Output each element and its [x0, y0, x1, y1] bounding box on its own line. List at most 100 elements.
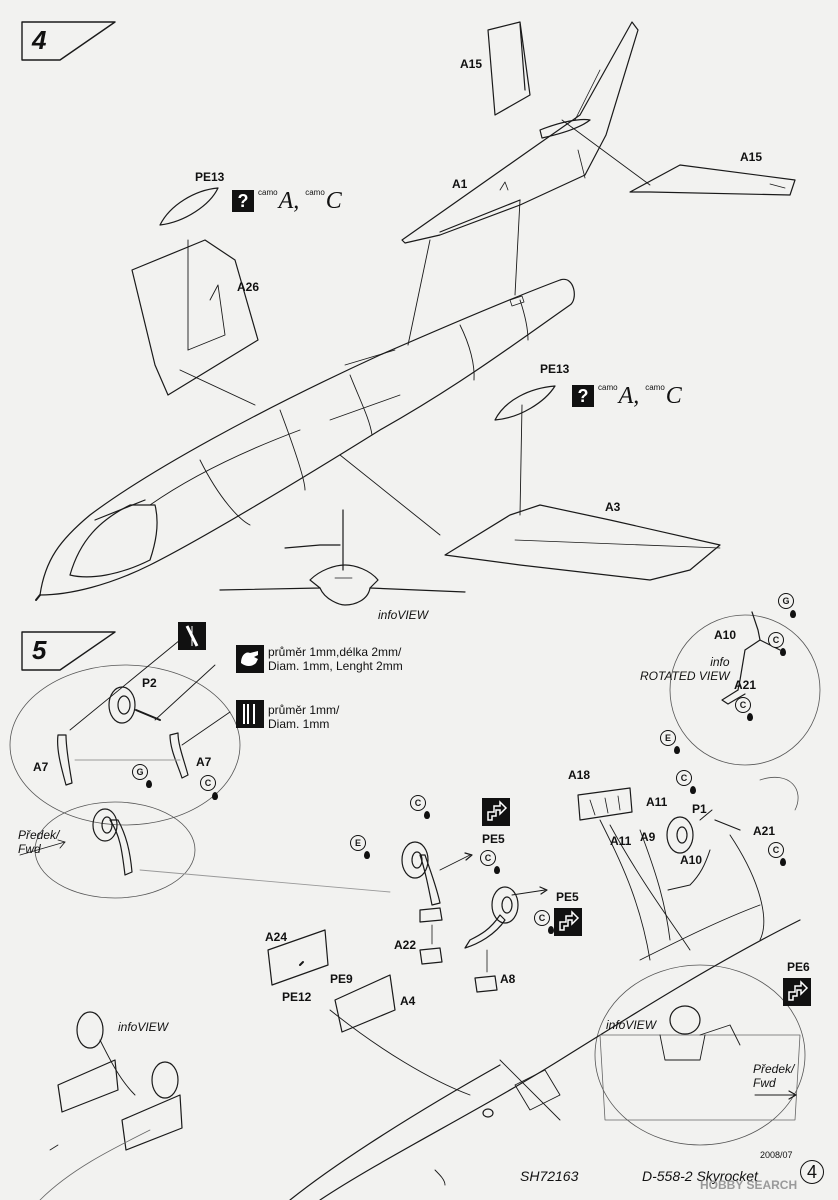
main-gear-second	[464, 886, 548, 949]
drill-note-1: průměr 1mm,délka 2mm/ Diam. 1mm, Lenght …	[268, 645, 403, 673]
part-label-a8: A8	[500, 972, 516, 986]
glue-mark-c-pe5: C	[534, 910, 550, 926]
step5-pointer-lines	[19, 639, 391, 893]
glue-mark-c-info: C	[768, 632, 784, 648]
part-label-a21-main: A21	[753, 824, 776, 838]
part-label-pe12: PE12	[282, 990, 312, 1004]
door-a24	[267, 929, 329, 986]
part-label-a7-right: A7	[196, 755, 212, 769]
strut-a7-left	[57, 734, 73, 786]
step5-header	[21, 631, 116, 671]
part-label-a10-main: A10	[680, 853, 703, 867]
glue-mark-c-center-top: C	[410, 795, 426, 811]
step-number-5: 5	[32, 635, 47, 665]
step-number-4: 4	[32, 25, 47, 55]
block-a8	[474, 949, 498, 993]
part-label-a26: A26	[237, 280, 260, 294]
glue-drop-icon	[790, 610, 796, 618]
info-rotated-label: info ROTATED VIEW	[640, 655, 730, 683]
glue-drop-icon	[364, 851, 370, 859]
glue-mark-c-left: C	[200, 775, 216, 791]
pe13-lower-part	[494, 385, 556, 421]
part-label-pe5-top: PE5	[482, 832, 505, 846]
info-view-label-step4: infoVIEW	[378, 608, 429, 622]
part-label-a11-top: A11	[646, 795, 668, 809]
glue-drop-icon	[747, 713, 753, 721]
fuselage	[35, 278, 575, 601]
question-icon-upper: ?	[232, 190, 254, 212]
glue-drop-icon	[494, 866, 500, 874]
cut-icon	[178, 622, 206, 650]
main-gear-center	[401, 841, 473, 923]
part-label-pe13-lower: PE13	[540, 362, 570, 376]
drill-hand-icon	[236, 645, 264, 673]
glue-mark-g-info: G	[778, 593, 794, 609]
watermark: HOBBY SEARCH	[700, 1178, 798, 1192]
block-a22	[419, 924, 443, 965]
part-label-a11-bottom: A11	[610, 834, 632, 848]
part-label-a4: A4	[400, 994, 416, 1008]
part-label-pe5-mid: PE5	[556, 890, 579, 904]
part-label-a10-info: A10	[714, 628, 737, 642]
paint-callout-upper: camoA, camoC	[258, 188, 342, 214]
kit-code: SH72163	[520, 1168, 579, 1184]
drill-note-2: průměr 1mm/ Diam. 1mm	[268, 703, 340, 731]
wing-a3	[444, 504, 721, 581]
kit-name: D-558-2 Skyrocket	[642, 1168, 758, 1184]
part-label-a3: A3	[605, 500, 621, 514]
stabilizer-a26	[131, 239, 259, 396]
glue-mark-c-top: C	[676, 770, 692, 786]
photo-etch-icon-pe6	[783, 978, 811, 1006]
vertical-fin-a1	[401, 21, 639, 244]
glue-drop-icon	[212, 792, 218, 800]
step4-header	[21, 21, 116, 61]
info-view-cockpit	[599, 1005, 801, 1121]
strut-a7-right	[169, 732, 189, 779]
glue-drop-icon	[690, 786, 696, 794]
forward-note-left: Předek/ Fwd	[18, 828, 60, 856]
rotated-view-pointer	[759, 777, 799, 811]
part-label-a1: A1	[452, 177, 468, 191]
photo-etch-icon-top	[482, 798, 510, 826]
glue-mark-c-right: C	[768, 842, 784, 858]
print-date: 2008/07	[760, 1150, 793, 1160]
step5-detail-circles	[9, 614, 821, 1146]
forward-note-right: Předek/ Fwd	[753, 1062, 795, 1090]
step4-leader-lines	[179, 119, 651, 536]
glue-mark-c-info-2: C	[735, 697, 751, 713]
paint-callout-lower: camoA, camoC	[598, 383, 682, 409]
glue-drop-icon	[146, 780, 152, 788]
part-label-a18: A18	[568, 768, 591, 782]
info-view-label-right: infoVIEW	[606, 1018, 657, 1032]
part-label-pe9: PE9	[330, 972, 353, 986]
glue-drop-icon	[780, 648, 786, 656]
part-label-pe6: PE6	[787, 960, 810, 974]
part-label-a22: A22	[394, 938, 417, 952]
question-icon-lower: ?	[572, 385, 594, 407]
stabilizer-a15-right	[629, 164, 796, 196]
pe13-upper-part	[159, 187, 219, 226]
part-label-a7-left: A7	[33, 760, 49, 774]
glue-mark-c-center: C	[480, 850, 496, 866]
lower-fuselage-view	[289, 904, 801, 1200]
glue-mark-e-center: E	[350, 835, 366, 851]
part-label-pe13-upper: PE13	[195, 170, 225, 184]
info-view-gear-left	[39, 1011, 183, 1200]
door-a4	[334, 974, 396, 1033]
info-front-view	[219, 509, 466, 606]
glue-drop-icon	[780, 858, 786, 866]
part-label-p2: P2	[142, 676, 157, 690]
nose-wheel-left-detail	[92, 808, 133, 876]
part-label-a24: A24	[265, 930, 288, 944]
stabilizer-a15-top	[487, 21, 531, 116]
part-label-a21-info: A21	[734, 678, 757, 692]
part-label-p1: P1	[692, 802, 707, 816]
glue-drop-icon	[424, 811, 430, 819]
drill-hatched-icon	[236, 700, 264, 728]
photo-etch-icon-mid	[554, 908, 582, 936]
glue-drop-icon	[674, 746, 680, 754]
glue-drop-icon	[548, 926, 554, 934]
cockpit-gear-assembly	[577, 787, 765, 961]
glue-mark-e-top: E	[660, 730, 676, 746]
